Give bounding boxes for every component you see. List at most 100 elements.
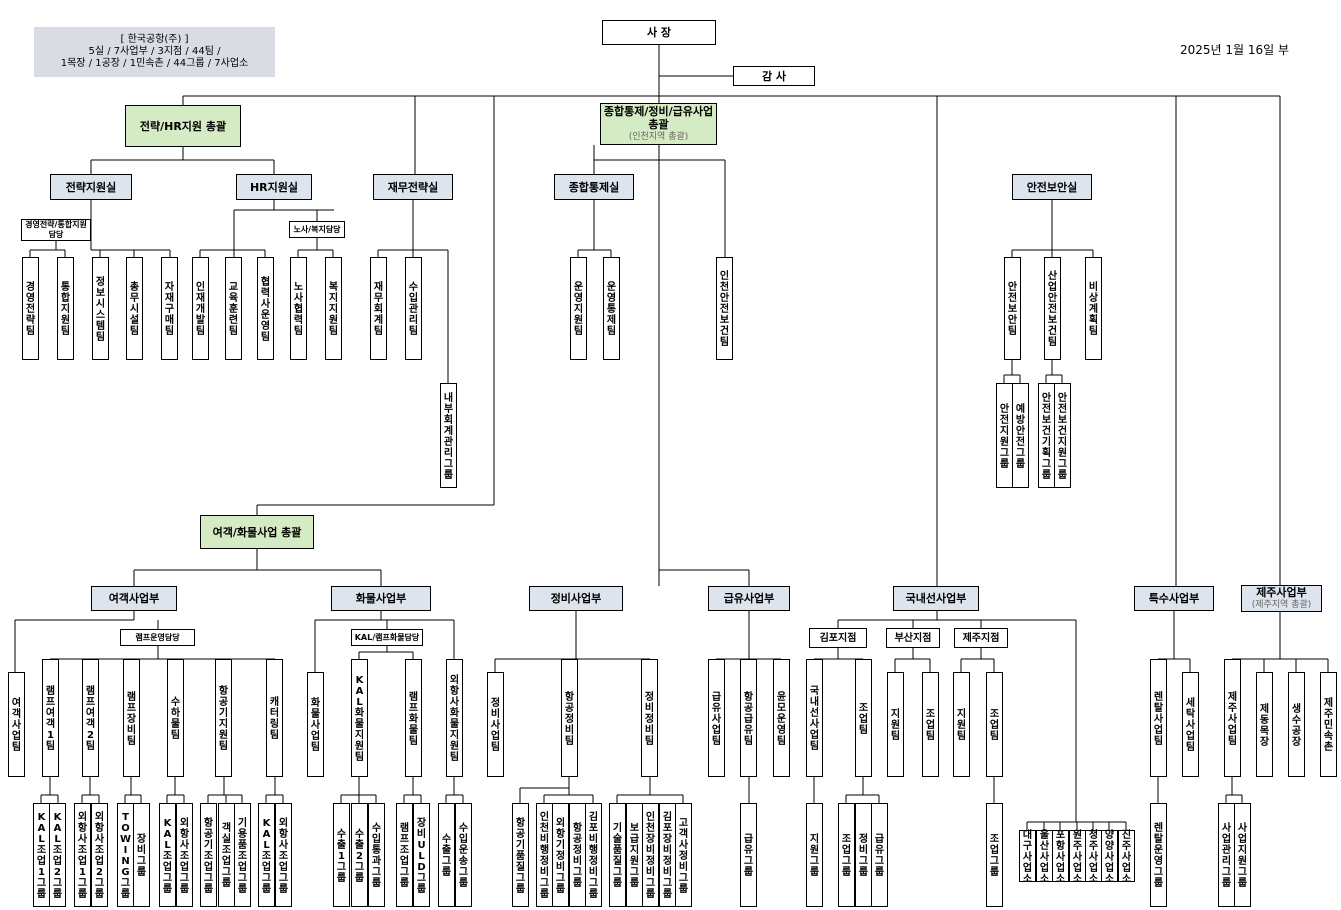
audit-box: 감 사 xyxy=(733,66,815,86)
team-box: 장비ULD그룹 xyxy=(413,803,430,907)
team-box: 램프화물팀 xyxy=(405,659,422,777)
team-box: 내부회계관리그룹 xyxy=(440,383,457,488)
team-box: 인천비행정비그룹 xyxy=(536,803,553,907)
team-label: 수입통과그룹 xyxy=(371,823,382,889)
team-label: 재무회계팀 xyxy=(373,282,384,337)
team-box: 항공급유팀 xyxy=(740,659,757,777)
team-label: 인재개발팀 xyxy=(195,282,206,337)
team-label: 장비그룹 xyxy=(136,834,147,878)
team-label: 급유그룹 xyxy=(874,834,885,878)
team-label: 산업안전보건팀 xyxy=(1047,271,1058,348)
team-label: 협력사운영팀 xyxy=(260,276,271,343)
team-box: 김포비행정비그룹 xyxy=(585,803,602,907)
team-box: 울산사업소 xyxy=(1036,830,1053,885)
team-box: 인천장비정비그룹 xyxy=(642,803,659,907)
team-label: 수입관리팀 xyxy=(408,282,419,337)
team-box: 급유그룹 xyxy=(740,803,757,907)
team-box: 항공기조업그룹 xyxy=(200,803,217,907)
team-label: 양양사업소 xyxy=(1104,829,1115,885)
team-label: 조업팀 xyxy=(925,709,936,742)
team-label: 경영전략팀 xyxy=(25,282,36,337)
team-box: 경영전략팀 xyxy=(22,257,39,360)
domestic-division: 국내선사업부 xyxy=(893,586,979,611)
team-label: 수하물팀 xyxy=(170,697,181,741)
team-box: 조업그룹 xyxy=(986,803,1003,907)
team-box: 원주사업소 xyxy=(1069,829,1086,885)
team-box: 지원팀 xyxy=(953,672,970,777)
team-box: 안전보건지원그룹 xyxy=(1054,383,1071,488)
team-label: KAL조업그룹 xyxy=(162,817,173,895)
team-label: 항공정비팀 xyxy=(564,691,575,747)
team-label: KAL조업그룹 xyxy=(261,817,272,895)
team-box: 외항사조업그룹 xyxy=(275,803,292,907)
team-label: 객실조업그룹 xyxy=(221,823,232,889)
team-box: 조업그룹 xyxy=(838,803,855,907)
team-label: KAL조업2그룹 xyxy=(52,812,63,900)
team-label: 세탁사업팀 xyxy=(1185,698,1196,753)
finance-office: 재무전략실 xyxy=(373,174,453,200)
team-label: 항공정비그룹 xyxy=(572,823,583,889)
team-box: 렌탈운영그룹 xyxy=(1150,803,1167,907)
team-label: 외항사조업1그룹 xyxy=(77,812,88,900)
effective-date: 2025년 1월 16일 부 xyxy=(1180,43,1290,57)
team-label: 램프여객1팀 xyxy=(45,686,56,752)
team-box: 급유그룹 xyxy=(871,803,888,907)
team-label: 원주사업소 xyxy=(1072,829,1083,885)
team-box: 제주사업팀 xyxy=(1224,659,1241,777)
team-box: 수하물팀 xyxy=(167,659,184,777)
team-label: 내부회계관리그룹 xyxy=(443,392,454,481)
team-label: 인천안전보건팀 xyxy=(719,271,730,348)
team-label: 윤모운영팀 xyxy=(776,691,787,747)
team-box: 램프장비팀 xyxy=(123,659,140,777)
team-box: 보급지원그룹 xyxy=(626,803,643,907)
ceo-box: 사 장 xyxy=(602,20,716,45)
team-box: 객실조업그룹 xyxy=(218,803,235,907)
team-label: 안전보건지원그룹 xyxy=(1057,392,1068,481)
team-box: 화물사업팀 xyxy=(307,672,324,777)
team-label: 김포장비정비그룹 xyxy=(662,812,673,900)
team-box: 램프여객1팀 xyxy=(42,659,59,777)
team-label: 총무시설팀 xyxy=(129,282,140,337)
team-label: 램프여객2팀 xyxy=(85,686,96,752)
summary-line-2: 1목장 / 1공장 / 1민속촌 / 44그룹 / 7사업소 xyxy=(60,58,249,69)
pax-cargo-hq-box: 여객/화물사업 총괄 xyxy=(200,515,314,549)
team-box: 복지지원팀 xyxy=(325,257,342,360)
team-box: 급유사업팀 xyxy=(708,659,725,777)
team-label: 지원팀 xyxy=(890,709,901,742)
team-label: 조업팀 xyxy=(989,709,1000,742)
team-box: 수입관리팀 xyxy=(405,257,422,360)
team-label: 장비ULD그룹 xyxy=(416,817,427,895)
busan-branch: 부산지점 xyxy=(886,628,940,648)
team-label: 캐터링팀 xyxy=(269,697,280,741)
ops-hq-subtitle: (인천지역 총괄) xyxy=(628,131,689,142)
control-office: 종합통제실 xyxy=(554,174,634,200)
team-label: 국내선사업팀 xyxy=(809,686,820,752)
team-box: 고객사정비그룹 xyxy=(675,803,692,907)
team-label: 외항사화물지원팀 xyxy=(449,675,460,763)
team-label: 정보시스템팀 xyxy=(95,276,106,343)
team-label: 보급지원그룹 xyxy=(629,823,640,889)
team-label: 램프조업그룹 xyxy=(399,823,410,889)
team-box: 정보시스템팀 xyxy=(92,257,109,360)
team-box: KAL조업2그룹 xyxy=(49,803,66,907)
team-label: 인천장비정비그룹 xyxy=(645,812,656,900)
team-label: 김포비행정비그룹 xyxy=(588,812,599,900)
team-label: 청주사업소 xyxy=(1088,829,1099,885)
team-label: 노사협력팀 xyxy=(293,282,304,337)
team-label: 안전보안팀 xyxy=(1007,282,1018,337)
company-name: [ 한국공항(주) ] xyxy=(120,34,189,45)
team-box: 재무회계팀 xyxy=(370,257,387,360)
team-label: 운영지원팀 xyxy=(573,282,584,337)
team-box: 교육훈련팀 xyxy=(225,257,242,360)
team-box: KAL조업그룹 xyxy=(258,803,275,907)
team-label: 지원팀 xyxy=(956,709,967,742)
team-label: 사업관리그룹 xyxy=(1221,823,1232,889)
team-box: 포항사업소 xyxy=(1052,830,1069,885)
team-label: 조업그룹 xyxy=(989,834,1000,878)
team-label: 제주민속촌 xyxy=(1323,698,1334,753)
jeju-division: 제주사업부 (제주지역 총괄) xyxy=(1241,585,1322,612)
team-box: 생수공장 xyxy=(1288,672,1305,777)
team-box: 지원그룹 xyxy=(806,803,823,907)
team-box: 제동목장 xyxy=(1256,672,1273,777)
team-box: 캐터링팀 xyxy=(266,659,283,777)
